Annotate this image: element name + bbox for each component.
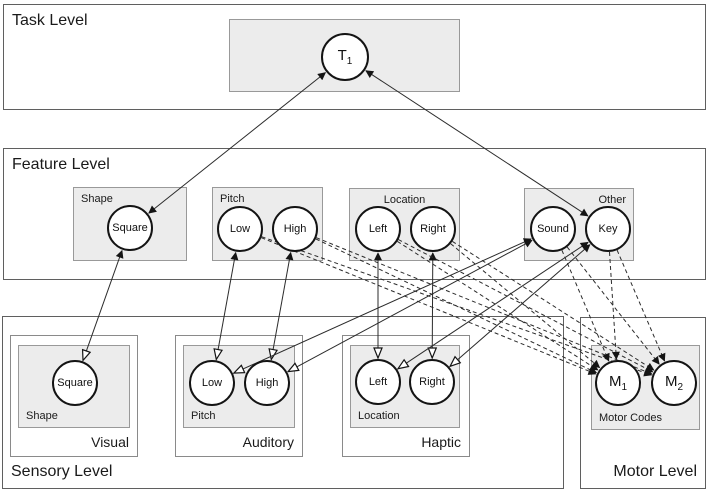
haptic-label: Haptic — [421, 433, 461, 450]
connection-f_right-m1 — [450, 243, 601, 369]
node-label: Low — [229, 223, 251, 235]
connection-f_high-s_high — [271, 253, 290, 360]
connection-f_high-m2 — [316, 237, 653, 375]
feature-other-label: Other — [598, 194, 626, 206]
auditory-label: Auditory — [242, 433, 294, 450]
connection-f_low-s_low — [216, 253, 235, 360]
connection-f_sound-m2 — [566, 246, 660, 365]
node-label: Left — [368, 223, 388, 235]
node-m1-label: M1 — [608, 373, 628, 393]
node-m1: M1 — [595, 360, 641, 406]
connection-f_left-m2 — [398, 239, 654, 373]
node-label: Key — [598, 223, 618, 235]
node-label: Square — [57, 377, 93, 389]
node-m2-label: M2 — [664, 373, 684, 393]
node-label: High — [255, 377, 279, 389]
connection-f_key-s_right — [450, 245, 590, 367]
node-label: Right — [419, 376, 445, 388]
sensory-level-label: Sensory Level — [11, 463, 113, 481]
connection-t1-f_square — [148, 72, 327, 214]
node-label: Right — [420, 223, 446, 235]
node-sensory-left: Left — [355, 359, 401, 405]
node-m2: M2 — [651, 360, 697, 406]
node-feature-key: Key — [585, 206, 631, 252]
haptic-location-label: Location — [358, 409, 400, 422]
node-sensory-square: Square — [52, 360, 98, 406]
connection-f_sound-s_low — [234, 239, 531, 373]
feature-shape-label: Shape — [81, 193, 113, 205]
connection-t1-f_key — [365, 70, 589, 217]
connection-f_right-m2 — [452, 240, 655, 371]
connection-f_low-m1 — [261, 237, 597, 375]
node-sensory-low: Low — [189, 360, 235, 406]
node-t1-label: T1 — [337, 47, 353, 67]
feature-level-label: Feature Level — [12, 156, 110, 173]
visual-label: Visual — [91, 433, 129, 450]
node-label: Left — [368, 376, 388, 388]
connection-f_key-m2 — [616, 249, 666, 362]
node-feature-sound: Sound — [530, 206, 576, 252]
node-label: Sound — [537, 223, 569, 235]
node-feature-square: Square — [107, 205, 153, 251]
node-feature-right: Right — [410, 206, 456, 252]
connection-f_key-m1 — [609, 251, 620, 360]
node-sensory-high: High — [244, 360, 290, 406]
connection-f_high-m1 — [315, 238, 598, 374]
node-label: Low — [201, 377, 223, 389]
node-t1: T1 — [321, 33, 369, 81]
node-feature-high: High — [272, 206, 318, 252]
node-feature-low: Low — [217, 206, 263, 252]
node-feature-left: Left — [355, 206, 401, 252]
connection-f_right-s_right — [432, 253, 433, 358]
connection-f_square-s_square — [83, 251, 122, 361]
connection-f_sound-s_high — [288, 239, 532, 371]
auditory-pitch-label: Pitch — [191, 409, 216, 422]
task-level-label: Task Level — [12, 12, 88, 29]
connection-f_left-m1 — [397, 240, 599, 371]
visual-shape-label: Shape — [26, 409, 58, 422]
node-sensory-right: Right — [409, 359, 455, 405]
node-label: High — [283, 223, 307, 235]
motor-codes-label: Motor Codes — [599, 411, 662, 424]
motor-level-label: Motor Level — [613, 463, 697, 481]
node-label: Square — [112, 222, 148, 234]
connection-f_sound-m1 — [561, 250, 610, 362]
